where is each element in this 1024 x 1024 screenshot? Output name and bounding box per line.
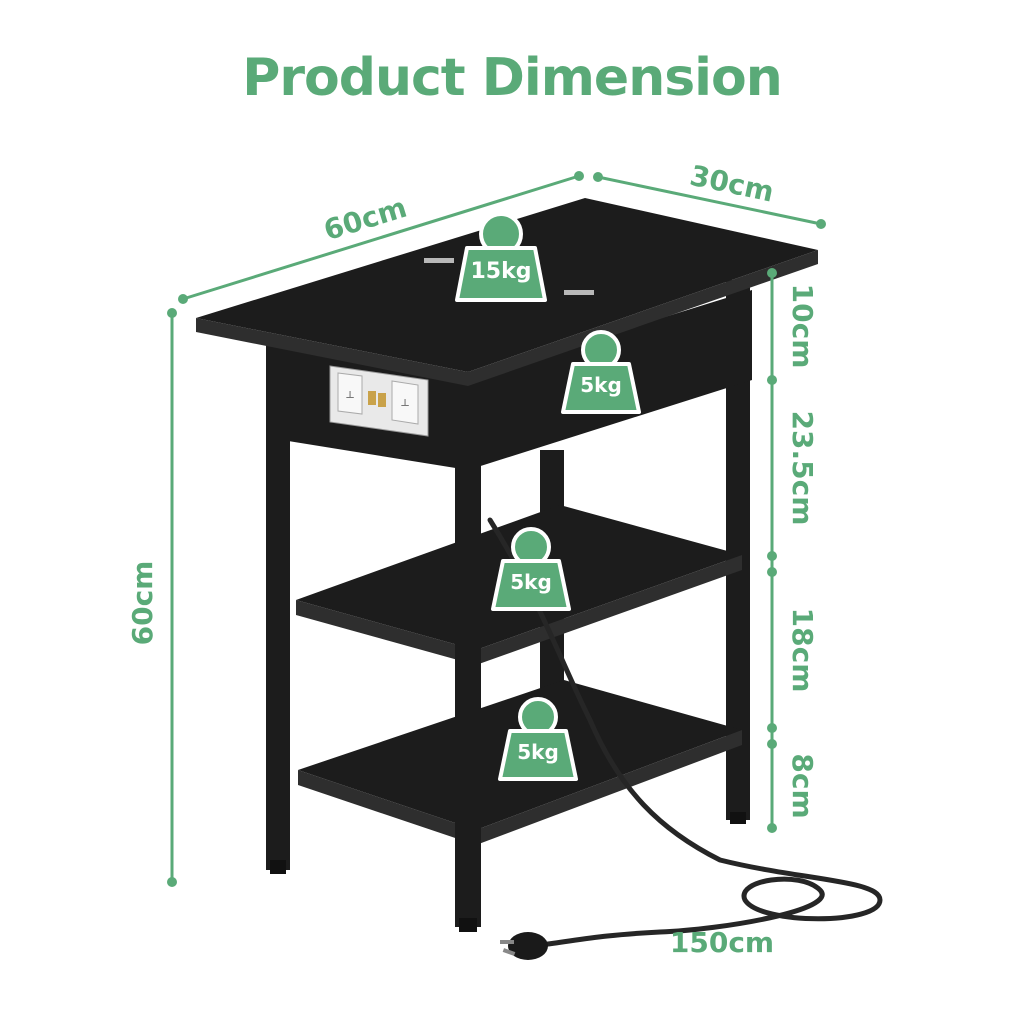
front-right-leg <box>455 372 481 927</box>
weight-icon <box>455 212 547 302</box>
svg-text:⊥: ⊥ <box>400 398 409 409</box>
side-table: ⊥ ⊥ <box>196 198 818 932</box>
cord-length-label: 150cm <box>670 926 774 959</box>
page-title: Product Dimension <box>242 48 783 108</box>
middle-gap-label: 18cm <box>786 608 819 693</box>
svg-text:5kg: 5kg <box>517 740 559 764</box>
power-cord <box>487 517 883 960</box>
weight-badge-bottom-shelf: 5kg <box>498 697 578 781</box>
bottom-gap-label: 8cm <box>786 753 819 818</box>
width-label: 60cm <box>320 191 411 247</box>
weight-icon <box>498 697 578 781</box>
svg-text:5kg: 5kg <box>510 570 552 594</box>
svg-text:⊥: ⊥ <box>345 390 354 401</box>
weight-badge-top: 15kg <box>455 212 547 302</box>
weight-badge-drawer: 5kg <box>561 330 641 414</box>
weight-icon <box>561 330 641 414</box>
weight-badge-middle-shelf: 5kg <box>491 527 571 611</box>
plug-icon <box>500 932 548 960</box>
depth-label: 30cm <box>687 159 777 209</box>
usb-port-icon <box>368 391 376 405</box>
top-section-label: 10cm <box>786 284 819 369</box>
svg-text:15kg: 15kg <box>471 259 532 284</box>
svg-text:5kg: 5kg <box>580 373 622 397</box>
upper-gap-label: 23.5cm <box>786 411 819 526</box>
height-label: 60cm <box>126 561 159 646</box>
dimension-lines <box>167 171 826 887</box>
weight-icon <box>491 527 571 611</box>
front-left-leg <box>266 345 290 870</box>
power-outlet-panel: ⊥ ⊥ <box>329 365 429 437</box>
